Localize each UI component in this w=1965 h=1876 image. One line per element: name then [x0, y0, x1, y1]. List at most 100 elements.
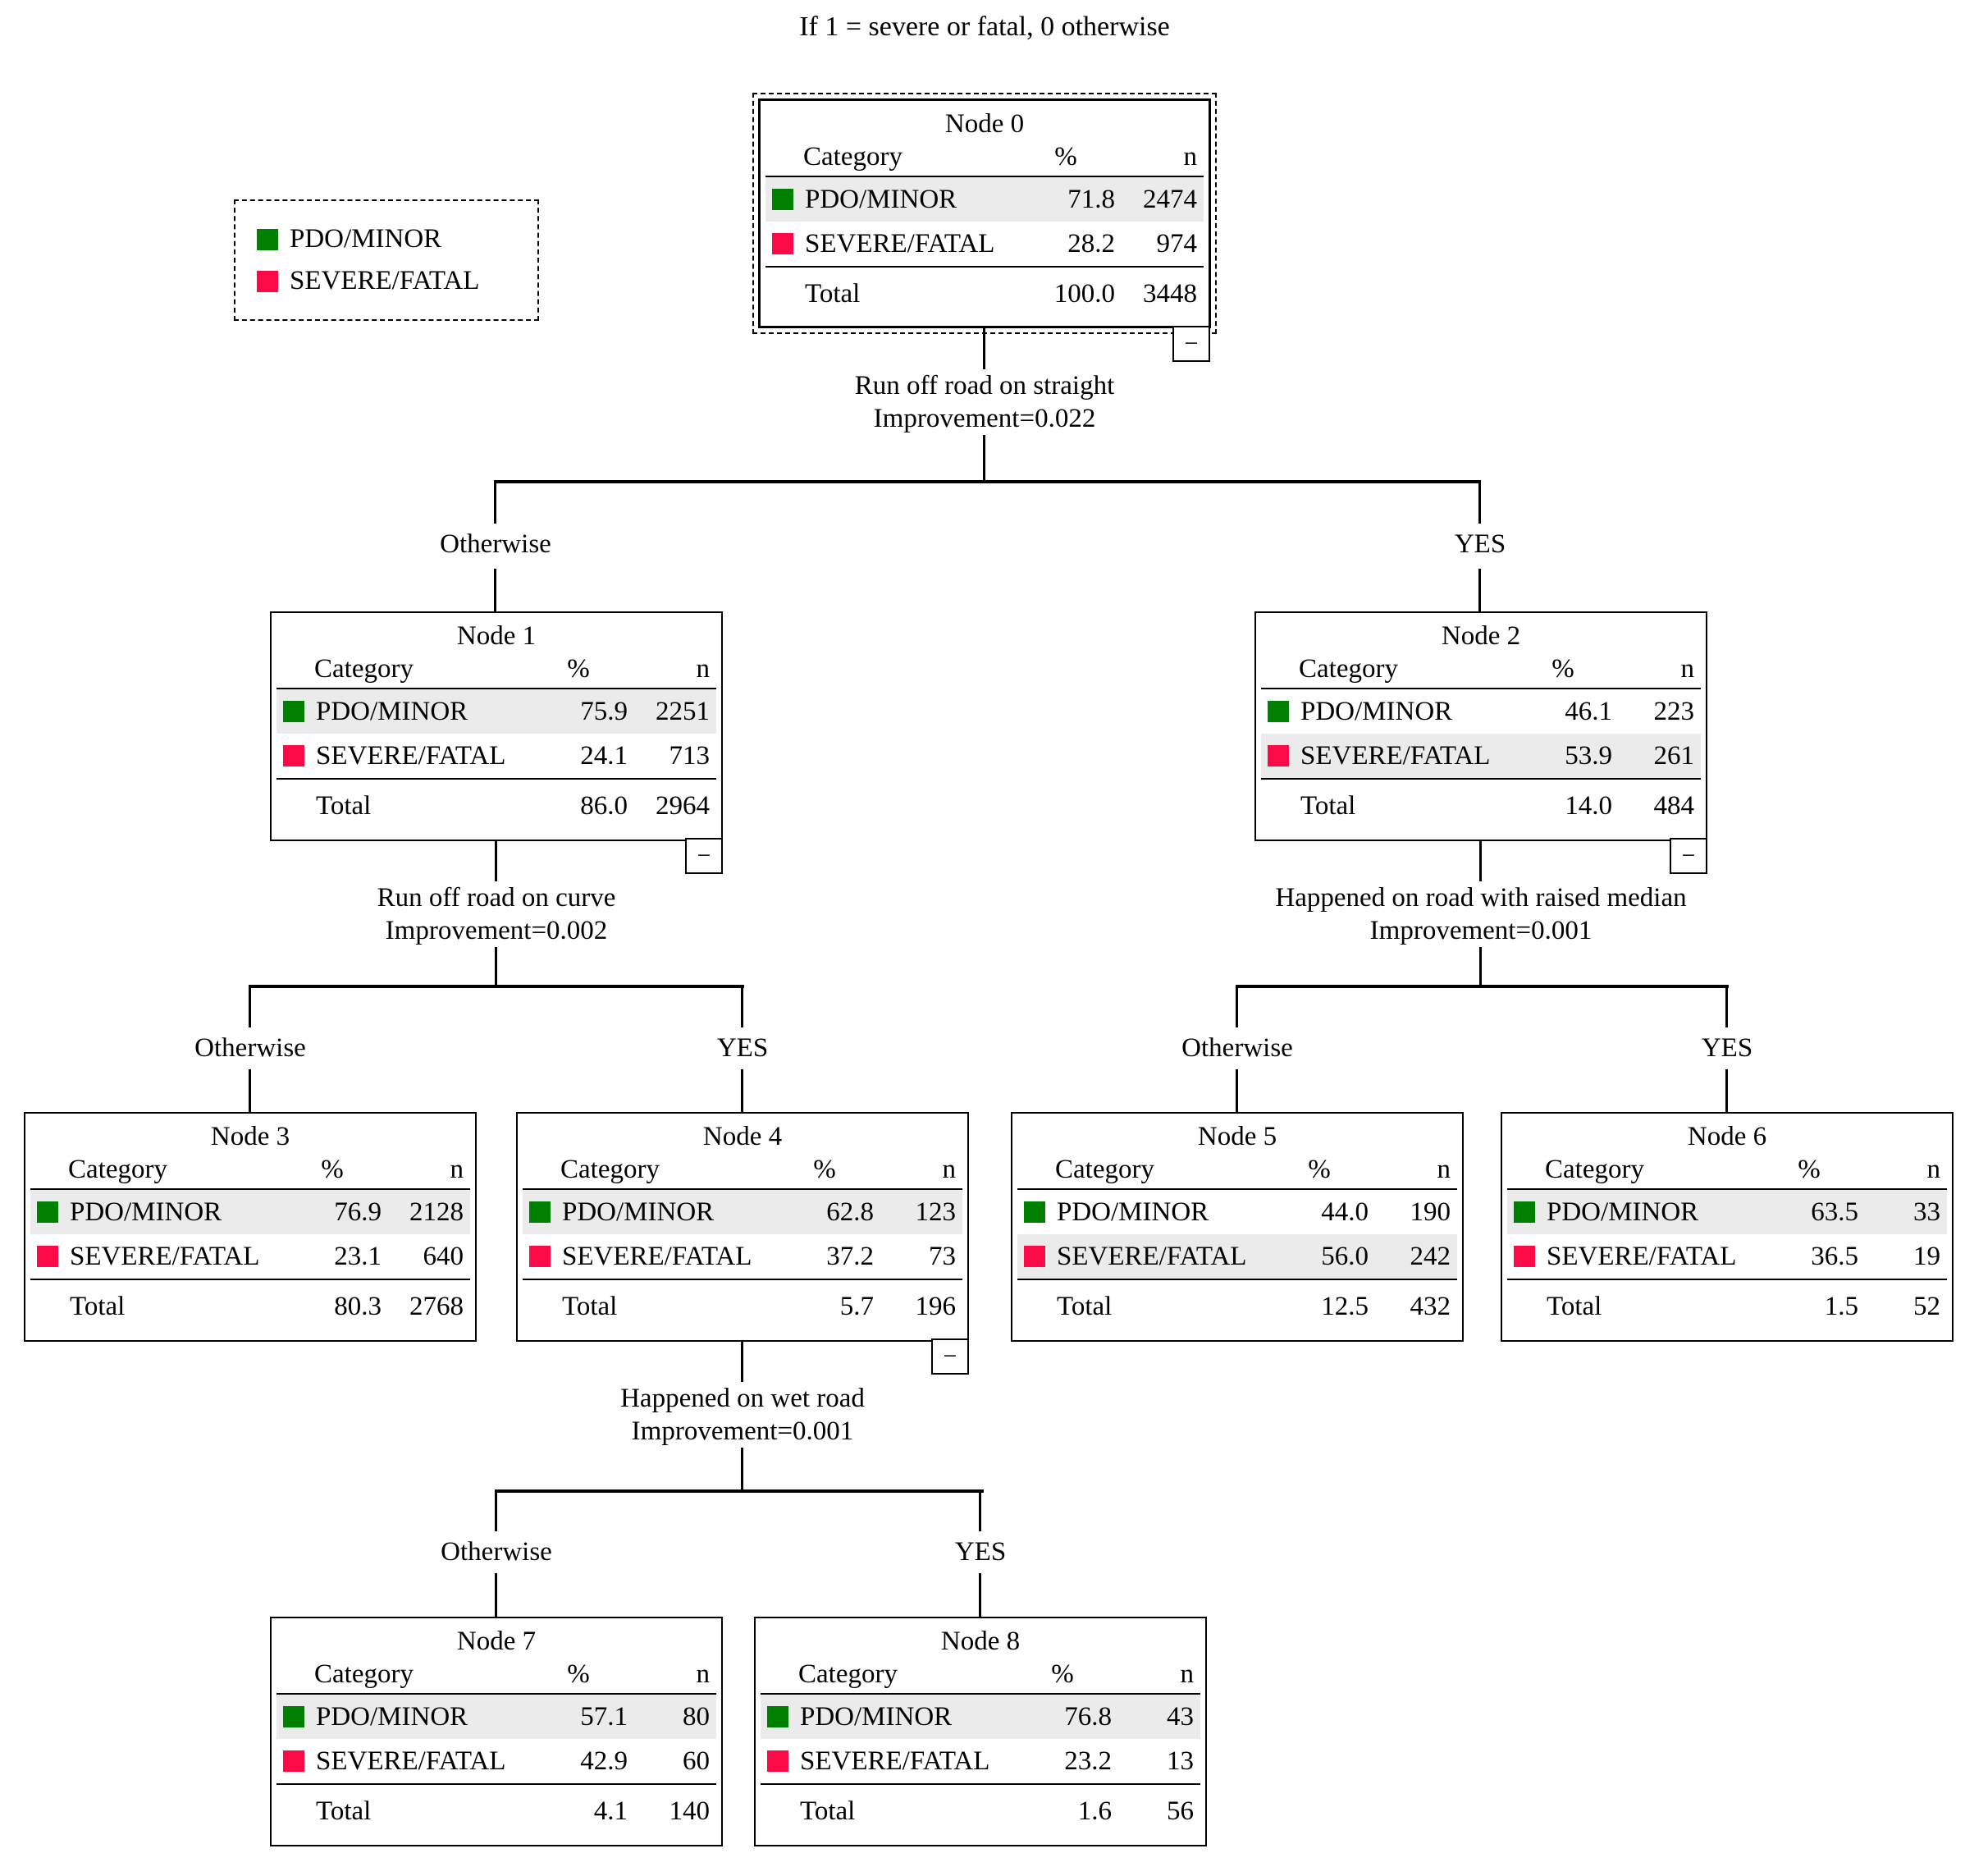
category-n: 190	[1410, 1197, 1451, 1227]
connector-line	[249, 1069, 251, 1112]
category-color-swatch-icon	[1268, 701, 1289, 722]
category-n: 73	[929, 1241, 956, 1271]
connector-line	[741, 1446, 743, 1491]
column-header-category: Category	[314, 654, 414, 684]
connector-line	[1478, 483, 1481, 526]
category-n: 19	[1913, 1241, 1940, 1271]
category-color-swatch-icon	[283, 1750, 304, 1772]
category-label: PDO/MINOR	[316, 1701, 468, 1732]
category-n: 261	[1653, 740, 1695, 771]
category-label: PDO/MINOR	[562, 1197, 715, 1227]
split-label-node2: Happened on road with raised median Impr…	[1267, 881, 1695, 947]
category-label: SEVERE/FATAL	[800, 1746, 990, 1776]
legend-swatch-red-icon	[257, 270, 278, 292]
collapse-node-button[interactable]: −	[1172, 326, 1210, 362]
branch-label: Otherwise	[434, 1531, 559, 1572]
column-header-category: Category	[798, 1659, 898, 1689]
branch-label: Otherwise	[433, 524, 558, 565]
connector-line	[495, 945, 497, 986]
split-improvement-label: Improvement=0.022	[873, 404, 1096, 433]
category-label: PDO/MINOR	[70, 1197, 222, 1227]
connector-line	[495, 1573, 497, 1617]
category-color-swatch-icon	[1024, 1246, 1045, 1267]
column-header-category: Category	[68, 1155, 167, 1184]
column-header-n: n	[696, 1659, 711, 1689]
collapse-node-button[interactable]: −	[931, 1338, 969, 1375]
node-table-header: Category%n	[523, 1155, 962, 1190]
connector-line	[495, 1493, 497, 1534]
branch-label: YES	[1447, 524, 1513, 565]
connector-line	[1236, 988, 1238, 1029]
category-color-swatch-icon	[37, 1201, 58, 1223]
split-variable-label: Run off road on curve	[377, 883, 616, 913]
split-label-node1: Run off road on curve Improvement=0.002	[368, 881, 624, 947]
node-table-header: Category%n	[276, 654, 716, 689]
total-label: Total	[316, 790, 372, 821]
connector-line	[1236, 1069, 1238, 1112]
column-header-category: Category	[1299, 654, 1398, 684]
category-n: 60	[683, 1746, 710, 1776]
category-percent: 23.2	[1064, 1746, 1112, 1776]
connector-line	[979, 1573, 981, 1617]
category-color-swatch-icon	[1268, 745, 1289, 766]
total-percent: 100.0	[1053, 278, 1115, 309]
category-n: 640	[423, 1241, 464, 1271]
category-n: 2251	[656, 696, 710, 726]
split-improvement-label: Improvement=0.001	[1369, 916, 1593, 945]
legend-label: SEVERE/FATAL	[290, 266, 480, 295]
connector-line	[741, 988, 743, 1029]
total-percent: 80.3	[334, 1291, 382, 1321]
collapse-node-button[interactable]: −	[1670, 838, 1707, 874]
total-percent: 86.0	[580, 790, 628, 821]
category-percent: 23.1	[334, 1241, 382, 1271]
total-percent: 14.0	[1565, 790, 1612, 821]
legend-label: PDO/MINOR	[290, 224, 442, 254]
category-n: 242	[1410, 1241, 1451, 1271]
total-percent: 1.6	[1077, 1796, 1112, 1826]
connector-line	[1478, 569, 1481, 611]
column-header-n: n	[942, 1155, 957, 1184]
total-label: Total	[1300, 790, 1356, 821]
column-header-percent: %	[813, 1155, 836, 1184]
category-label: SEVERE/FATAL	[1057, 1241, 1247, 1271]
category-percent: 46.1	[1565, 696, 1612, 726]
category-color-swatch-icon	[767, 1750, 788, 1772]
split-improvement-label: Improvement=0.002	[385, 916, 608, 945]
connector-line	[494, 569, 496, 611]
category-percent: 24.1	[580, 740, 628, 771]
connector-line	[979, 1493, 981, 1534]
collapse-node-button[interactable]: −	[685, 838, 723, 874]
total-label: Total	[316, 1796, 372, 1826]
column-header-n: n	[696, 654, 711, 684]
column-header-category: Category	[803, 142, 903, 172]
connector-line	[1479, 841, 1482, 881]
node-title: Node 3	[210, 1122, 290, 1151]
category-label: SEVERE/FATAL	[805, 228, 995, 259]
category-percent: 75.9	[580, 696, 628, 726]
legend-item-severe-fatal: SEVERE/FATAL	[257, 266, 516, 296]
connector-line	[1479, 945, 1482, 986]
node-title: Node 2	[1441, 621, 1521, 651]
category-color-swatch-icon	[772, 189, 793, 210]
